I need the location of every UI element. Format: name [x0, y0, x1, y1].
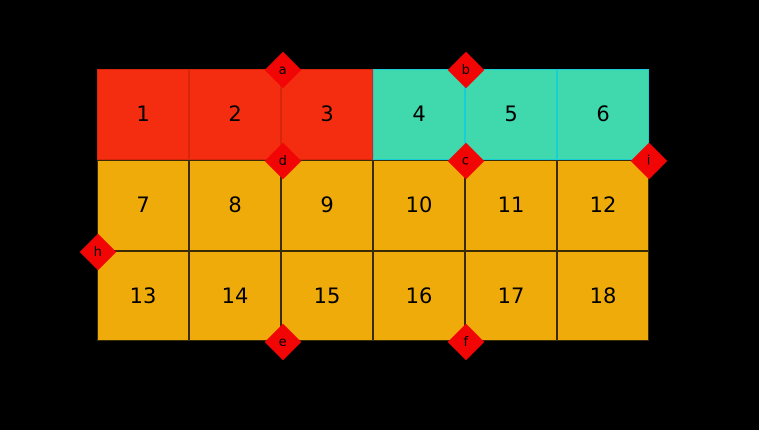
grid-cell[interactable]: 6	[557, 69, 649, 160]
grid-cell[interactable]: 10	[373, 160, 465, 251]
grid-cell[interactable]: 13	[97, 251, 189, 341]
vertex-marker-label: e	[279, 334, 287, 350]
vertex-marker-label: i	[647, 153, 651, 169]
grid-cell[interactable]: 3	[281, 69, 373, 160]
grid-cell[interactable]: 4	[373, 69, 465, 160]
grid-cell[interactable]: 16	[373, 251, 465, 341]
grid-cell[interactable]: 1	[97, 69, 189, 160]
grid-cell[interactable]: 18	[557, 251, 649, 341]
grid-cell[interactable]: 2	[189, 69, 281, 160]
vertex-marker-label: h	[93, 244, 103, 260]
grid-cell[interactable]: 11	[465, 160, 557, 251]
vertex-marker-label: d	[278, 153, 288, 169]
grid-cell[interactable]: 8	[189, 160, 281, 251]
grid-cell[interactable]: 14	[189, 251, 281, 341]
grid-cell[interactable]: 5	[465, 69, 557, 160]
grid-cell[interactable]: 7	[97, 160, 189, 251]
grid-cell[interactable]: 17	[465, 251, 557, 341]
vertex-marker-label: c	[462, 153, 470, 169]
grid-cell[interactable]: 9	[281, 160, 373, 251]
vertex-marker-label: a	[279, 62, 287, 78]
grid-cell[interactable]: 15	[281, 251, 373, 341]
vertex-marker-label: f	[463, 334, 469, 350]
vertex-marker-label: b	[461, 62, 471, 78]
grid-cell[interactable]: 12	[557, 160, 649, 251]
